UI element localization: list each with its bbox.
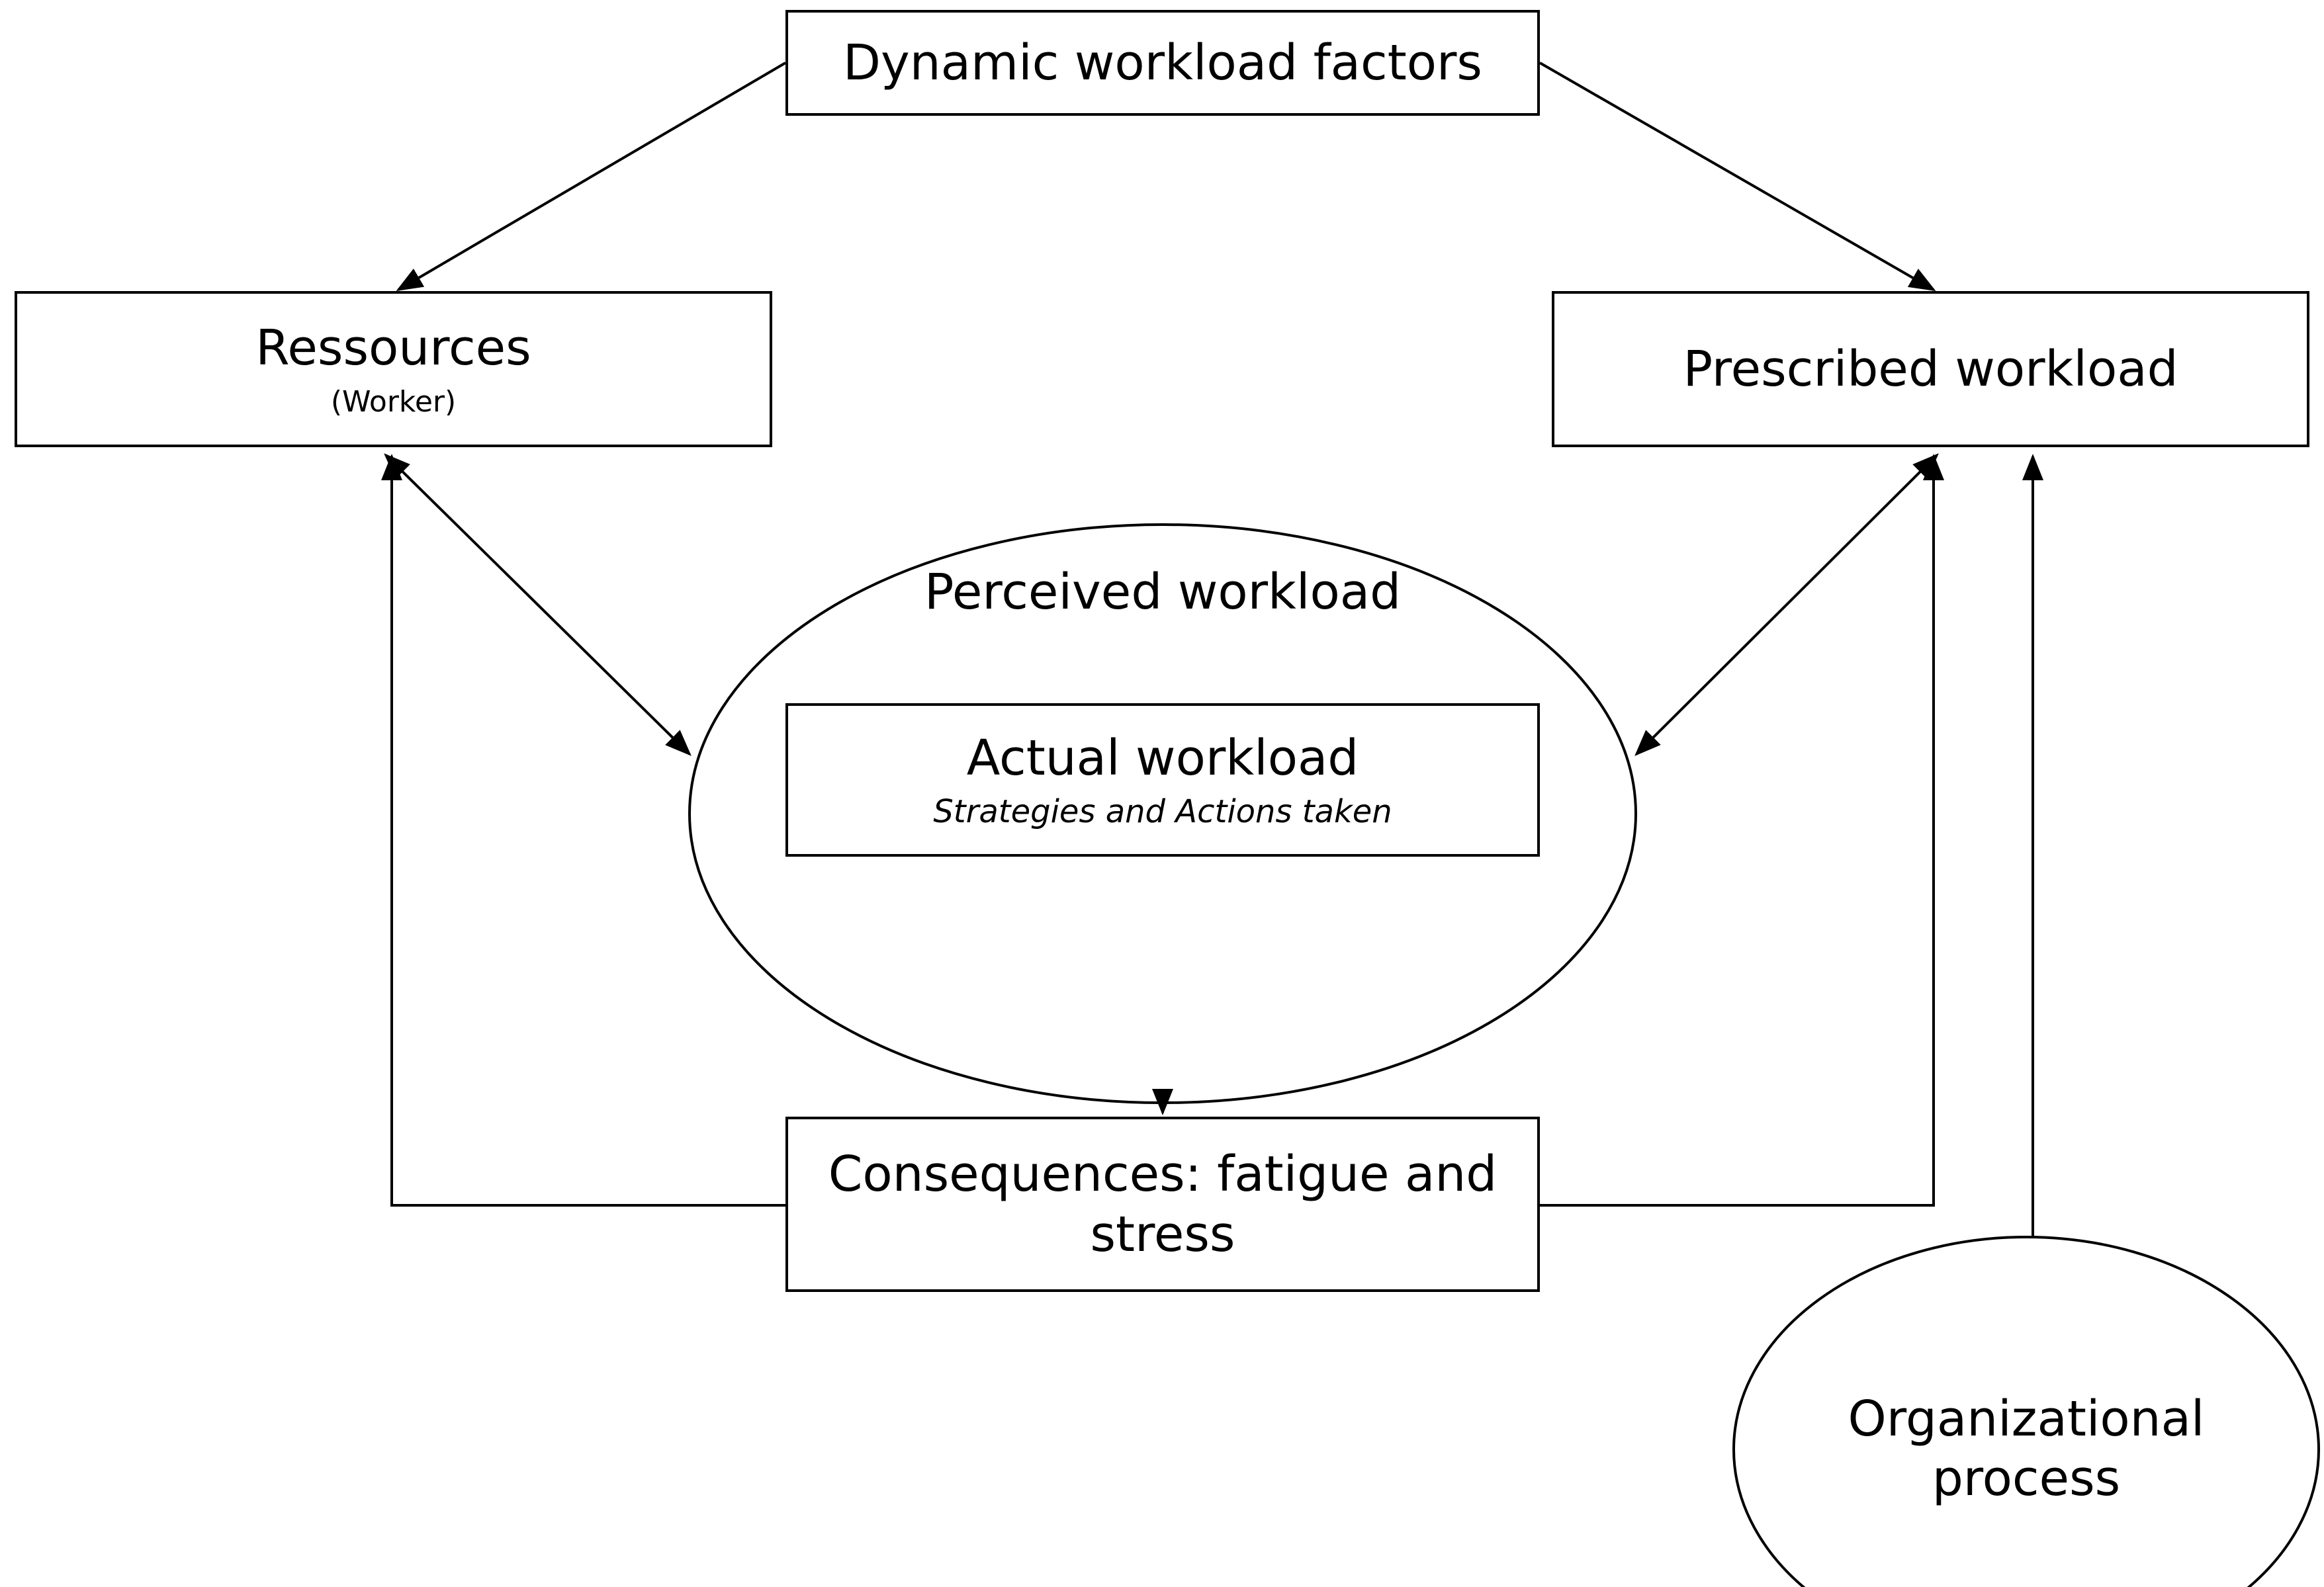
organizational-process-ellipse (1732, 1236, 2320, 1587)
organizational-process-text: Organizational process (1775, 1343, 2278, 1555)
dynamic-workload-factors-box: Dynamic workload factors (785, 10, 1540, 116)
prescribed-workload-label: Prescribed workload (1683, 340, 2178, 398)
prescribed-workload-box: Prescribed workload (1552, 291, 2309, 447)
dynamic-workload-factors-label: Dynamic workload factors (843, 34, 1482, 91)
ressources-sublabel: (Worker) (330, 384, 457, 419)
perceived-workload-label: Perceived workload (924, 563, 1402, 621)
ressources-box: Ressources (Worker) (15, 291, 772, 447)
consequences-box: Consequences: fatigue and stress (785, 1117, 1540, 1292)
ressources-label: Ressources (255, 320, 531, 377)
actual-workload-label: Actual workload (966, 730, 1359, 787)
arrow-dynamic-to-ressources (396, 62, 787, 292)
arrow-consequences-to-prescribed (1540, 454, 1944, 1207)
consequences-label-line1: Consequences: fatigue and (828, 1146, 1497, 1203)
actual-workload-sublabel: Strategies and Actions taken (933, 793, 1392, 831)
perceived-workload-text: Perceived workload (766, 549, 1560, 635)
organizational-process-label-line1: Organizational (1848, 1390, 2205, 1447)
arrow-ressources-perceived (384, 453, 692, 756)
arrow-consequences-to-ressources (381, 454, 785, 1207)
actual-workload-box: Actual workload Strategies and Actions t… (785, 703, 1540, 857)
arrow-dynamic-to-prescribed (1539, 62, 1936, 291)
arrow-prescribed-perceived (1634, 453, 1939, 756)
consequences-label-line2: stress (1090, 1205, 1235, 1263)
organizational-process-label-line2: process (1932, 1450, 2121, 1507)
